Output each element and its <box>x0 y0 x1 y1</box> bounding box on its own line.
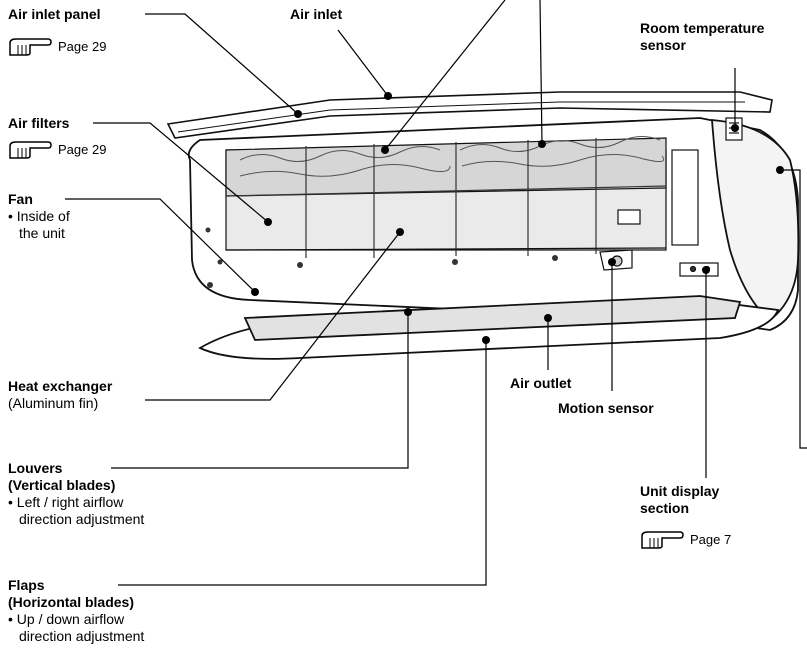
air-inlet-panel-page-ref: Page 29 <box>8 35 106 57</box>
label-louvers-sub: (Vertical blades) <box>8 477 116 493</box>
unit-display-drawing <box>679 262 719 277</box>
motion-sensor-drawing <box>599 249 633 271</box>
page-ref-text: Page 29 <box>58 141 107 157</box>
label-air-outlet: Air outlet <box>510 375 572 391</box>
screw-marks <box>205 227 558 288</box>
air-filters-drawing <box>225 136 699 258</box>
label-air-inlet-panel: Air inlet panel <box>8 6 101 22</box>
pointing-hand-icon <box>9 38 52 56</box>
label-unit-display-2: section <box>640 500 690 516</box>
flaps-note-2: direction adjustment <box>19 628 145 644</box>
leader-dots <box>251 92 784 344</box>
unit-display-page-ref: Page 7 <box>640 528 731 550</box>
pointing-hand-icon <box>641 531 684 549</box>
label-heat-exchanger: Heat exchanger <box>8 378 113 394</box>
label-room-temperature-sensor-1: Room temperature <box>640 20 765 36</box>
label-unit-display-1: Unit display <box>640 483 720 499</box>
fan-note-1: • Inside of <box>8 208 70 224</box>
page-ref-text: Page 7 <box>690 531 732 547</box>
louvers-note-2: direction adjustment <box>19 511 145 527</box>
air-filters-page-ref: Page 29 <box>8 138 106 160</box>
flaps-note-1: • Up / down airflow <box>8 611 125 627</box>
air-inlet-panel-drawing <box>166 91 773 139</box>
louvers-note-1: • Left / right airflow <box>8 494 124 510</box>
label-motion-sensor: Motion sensor <box>558 400 654 416</box>
label-room-temperature-sensor-2: sensor <box>640 37 686 53</box>
label-air-inlet: Air inlet <box>290 6 343 22</box>
label-flaps-sub: (Horizontal blades) <box>8 594 135 610</box>
label-air-filters: Air filters <box>8 115 70 131</box>
fan-note-2: the unit <box>19 225 65 241</box>
leader-lines <box>65 0 807 586</box>
label-flaps: Flaps <box>8 577 45 593</box>
page-ref-text: Page 29 <box>58 38 107 54</box>
label-fan: Fan <box>8 191 33 207</box>
label-louvers: Louvers <box>8 460 63 476</box>
pointing-hand-icon <box>9 141 52 159</box>
heat-exchanger-note: (Aluminum fin) <box>8 395 99 411</box>
